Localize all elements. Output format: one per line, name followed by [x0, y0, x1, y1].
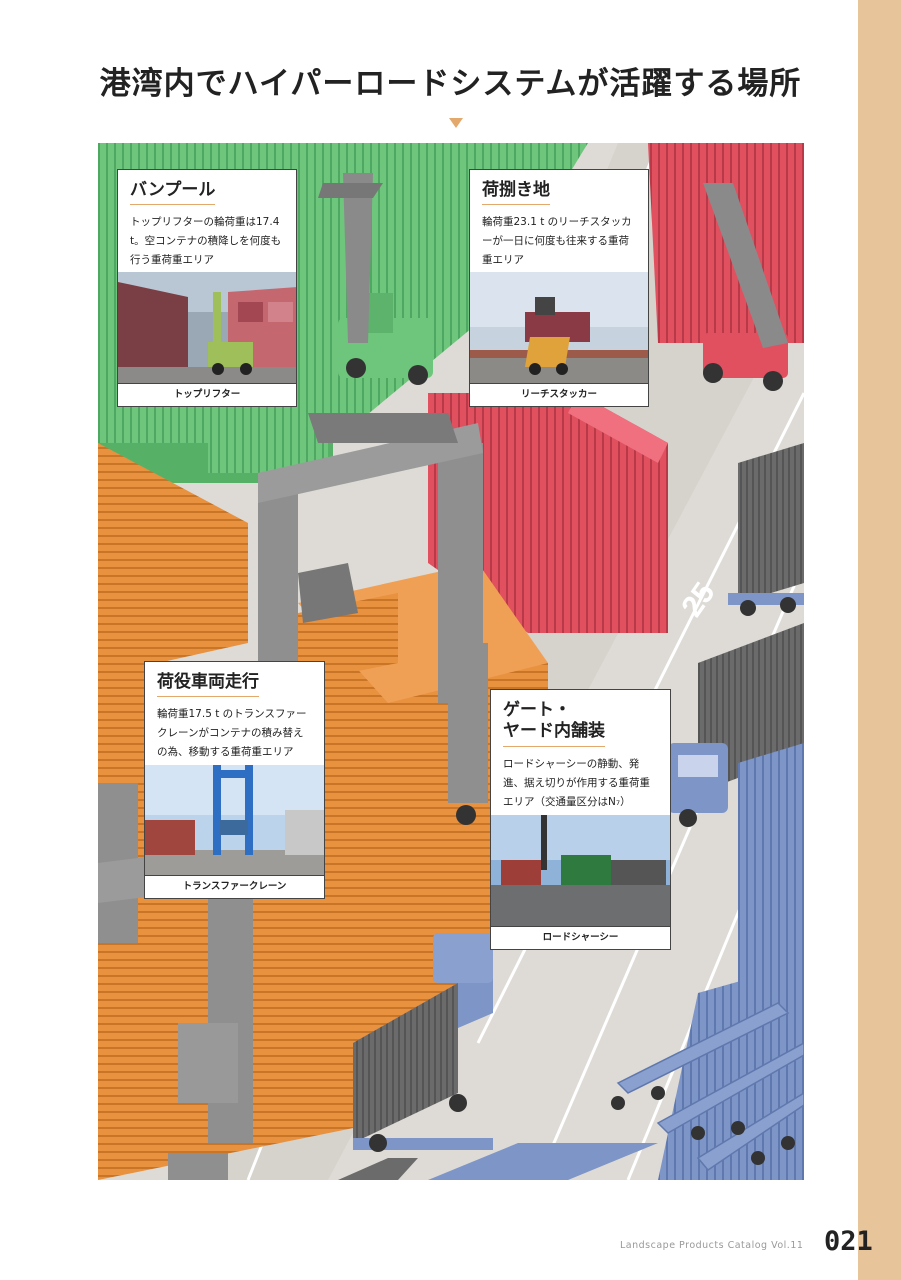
card-bunpool-title: バンプール: [130, 180, 216, 206]
reachstacker-photo: [470, 272, 648, 385]
card-nisabaki-title: 荷捌き地: [482, 180, 550, 206]
card-bunpool-text: トップリフターの輪荷重は17.4 t。空コンテナの積降しを何度も行う重荷重エリア: [130, 216, 282, 267]
card-gate-title: ゲート・ ヤード内舗装: [503, 700, 605, 747]
card-gate: ゲート・ ヤード内舗装 ロードシャーシーの静動、発進、据え切りが作用する重荷重エ…: [490, 689, 671, 950]
card-niyaku-caption: トランスファークレーン: [145, 875, 324, 898]
card-gate-title-line1: ゲート・: [503, 700, 571, 720]
card-bunpool: バンプール トップリフターの輪荷重は17.4 t。空コンテナの積降しを何度も行う…: [117, 169, 297, 407]
card-niyaku: 荷役車両走行 輪荷重17.5 t のトランスファークレーンがコンテナの積み替えの…: [144, 661, 325, 899]
roadchassis-photo: [491, 815, 670, 928]
toplifter-photo: [118, 272, 296, 385]
card-gate-caption: ロードシャーシー: [491, 926, 670, 949]
card-niyaku-text: 輪荷重17.5 t のトランスファークレーンがコンテナの積み替えの為、移動する重…: [157, 708, 307, 759]
title-marker-triangle: [449, 118, 463, 128]
page-title: 港湾内でハイパーロードシステムが活躍する場所: [99, 66, 802, 102]
card-nisabaki-caption: リーチスタッカー: [470, 383, 648, 406]
card-bunpool-caption: トップリフター: [118, 383, 296, 406]
page-number: 021: [824, 1226, 873, 1257]
card-nisabaki: 荷捌き地 輪荷重23.1 t のリーチスタッカーが一日に何度も往来する重荷重エリ…: [469, 169, 649, 407]
side-color-band: [858, 0, 901, 1280]
transfercrane-photo: [145, 765, 324, 877]
card-gate-text: ロードシャーシーの静動、発進、据え切りが作用する重荷重エリア（交通量区分はN₇）: [503, 757, 650, 808]
card-nisabaki-text: 輪荷重23.1 t のリーチスタッカーが一日に何度も往来する重荷重エリア: [482, 216, 632, 267]
card-gate-title-line2: ヤード内舗装: [503, 721, 605, 742]
footer-catalog-text: Landscape Products Catalog Vol.11: [620, 1240, 804, 1251]
card-niyaku-title: 荷役車両走行: [157, 672, 259, 698]
